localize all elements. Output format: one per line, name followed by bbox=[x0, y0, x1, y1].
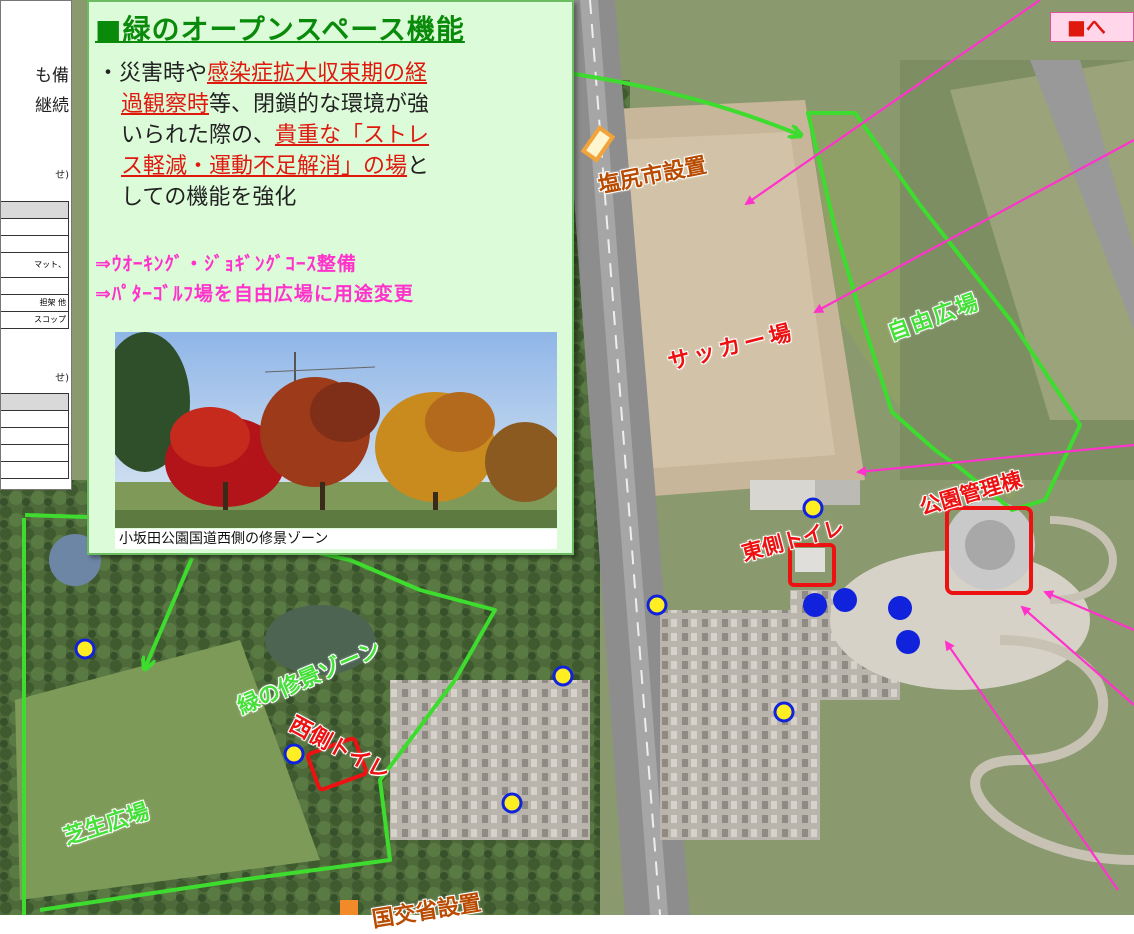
table-row bbox=[1, 236, 69, 253]
table-row bbox=[1, 394, 69, 411]
body-text: しての機能を強化 bbox=[121, 185, 297, 210]
table-row bbox=[1, 445, 69, 462]
left-panel-note-1: せ) bbox=[55, 170, 69, 181]
left-panel-line-2: 継続 bbox=[35, 96, 69, 116]
open-space-info-box: ■緑のオープンスペース機能 ・災害時や感染症拡大収束期の経 過観察時等、閉鎖的な… bbox=[87, 0, 574, 555]
left-panel-line-1: も備 bbox=[35, 66, 69, 86]
body-highlight: 感染症拡大収束期の経 bbox=[207, 61, 428, 86]
table-row: マット、 bbox=[1, 253, 69, 278]
table-row bbox=[1, 278, 69, 295]
shiojiri-marker bbox=[580, 125, 616, 163]
table-row: スコップ bbox=[1, 312, 69, 329]
info-box-body: ・災害時や感染症拡大収束期の経 過観察時等、閉鎖的な環境が強 いられた際の、貴重… bbox=[97, 58, 567, 213]
table-row: 担架 他 bbox=[1, 295, 69, 312]
info-box-sub-1: ⇒ｳｵｰｷﾝｸﾞ・ｼﾞｮｷﾞﾝｸﾞｺｰｽ整備 bbox=[95, 253, 357, 275]
left-panel-table-2 bbox=[1, 393, 69, 479]
mlit-marker bbox=[340, 900, 358, 915]
table-row bbox=[1, 428, 69, 445]
left-info-panel: も備 継続 せ) マット、 担架 他 スコップ せ) bbox=[0, 0, 72, 490]
body-text: ・災害時や bbox=[97, 61, 208, 86]
body-text: 等、閉鎖的な環境が強 bbox=[209, 92, 430, 117]
west-toilet-box bbox=[306, 736, 368, 792]
park-office-box bbox=[945, 506, 1033, 595]
table-row bbox=[1, 462, 69, 479]
table-row bbox=[1, 202, 69, 219]
info-box-title: ■緑のオープンスペース機能 bbox=[95, 13, 465, 46]
left-panel-note-2: せ) bbox=[55, 373, 69, 384]
photo-caption: 小坂田公園国道西側の修景ゾーン bbox=[115, 529, 557, 549]
table-row bbox=[1, 411, 69, 428]
table-row bbox=[1, 219, 69, 236]
info-box-sub-2: ⇒ﾊﾟﾀｰｺﾞﾙﾌ場を自由広場に用途変更 bbox=[95, 283, 414, 305]
body-text: いられた際の、 bbox=[121, 123, 276, 148]
body-highlight: 過観察時 bbox=[121, 92, 210, 117]
east-toilet-box bbox=[788, 543, 836, 587]
autumn-trees-photo bbox=[115, 332, 557, 528]
top-right-label: ■へ bbox=[1050, 12, 1134, 42]
left-panel-table-1: マット、 担架 他 スコップ bbox=[1, 201, 69, 329]
body-text: と bbox=[407, 154, 430, 179]
body-highlight: ス軽減・運動不足解消」の場 bbox=[121, 154, 408, 179]
body-highlight: 貴重な「ストレ bbox=[275, 123, 430, 148]
